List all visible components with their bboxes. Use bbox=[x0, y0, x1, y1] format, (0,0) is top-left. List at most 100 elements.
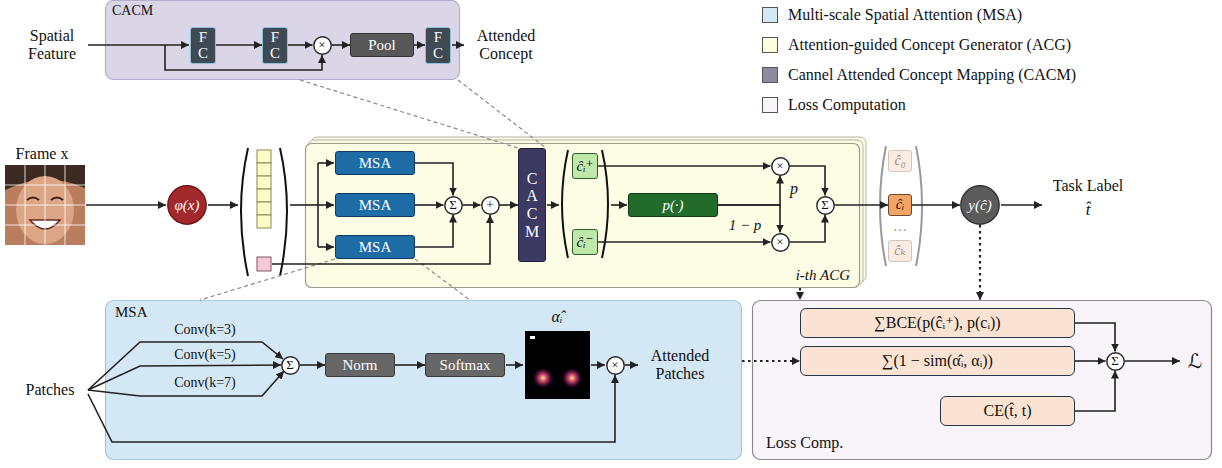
loss-term: ∑(1 − sim(α̂ᵢ, αᵢ)) bbox=[800, 346, 1075, 376]
node-label: F C bbox=[268, 29, 283, 62]
multiply-op: × bbox=[606, 356, 625, 375]
arrow-connector bbox=[835, 204, 889, 206]
edge-label: 1 − p bbox=[729, 217, 762, 234]
circle-outline bbox=[771, 157, 788, 174]
predictor-circle: y(ĉ) bbox=[960, 185, 1000, 225]
output-label: Attended Concept bbox=[465, 27, 547, 62]
cacm-block: C A C M bbox=[518, 148, 546, 262]
node-label: ĉₖ bbox=[894, 243, 905, 258]
dotted-connector bbox=[799, 288, 801, 300]
patch-tokens bbox=[257, 257, 271, 271]
multiply-op: × bbox=[771, 233, 790, 252]
arrow-connector bbox=[415, 163, 453, 196]
concept-box: ĉᵢ⁻ bbox=[572, 229, 598, 255]
legend-text: Multi-scale Spatial Attention (MSA) bbox=[788, 6, 1022, 24]
circle-outline bbox=[606, 356, 623, 373]
signal-arrow bbox=[208, 204, 238, 206]
node-label: × bbox=[611, 358, 618, 372]
arrow-connector bbox=[912, 204, 960, 206]
loss-term: ∑BCE(p(ĉᵢ⁺), p(cᵢ)) bbox=[800, 308, 1075, 338]
legend-swatch bbox=[762, 67, 778, 83]
face-photo bbox=[5, 165, 85, 245]
concept-slot: ĉₖ bbox=[888, 240, 912, 262]
arrow-connector bbox=[414, 44, 425, 46]
circle-outline bbox=[771, 233, 788, 250]
zoom-guide bbox=[415, 259, 470, 300]
arrow-connector bbox=[1075, 323, 1115, 352]
node-label: Σ bbox=[1111, 354, 1119, 368]
cacm-panel: CACMF CF C×PoolF C bbox=[105, 0, 460, 80]
node-label: C A C M bbox=[524, 170, 540, 240]
node-label: Softmax bbox=[440, 357, 491, 374]
dotted-connector bbox=[742, 360, 800, 362]
node-label: ∑BCE(p(ĉᵢ⁺), p(cᵢ)) bbox=[874, 314, 1000, 332]
legend-row: Attention-guided Concept Generator (ACG) bbox=[762, 34, 1071, 56]
panel-background bbox=[106, 301, 742, 460]
signal-arrow bbox=[86, 204, 166, 206]
arrow-connector bbox=[718, 205, 780, 233]
input-label: Patches bbox=[26, 381, 75, 399]
signal-arrow bbox=[506, 364, 523, 366]
pool-layer: Pool bbox=[350, 33, 414, 57]
signal-arrow bbox=[1125, 360, 1180, 362]
arrow-connector bbox=[300, 364, 326, 366]
legend-swatch bbox=[762, 7, 778, 23]
arrow-connector bbox=[598, 165, 771, 167]
zoom-guide bbox=[200, 259, 335, 300]
arrow-connector bbox=[1075, 360, 1106, 362]
node-label: Norm bbox=[343, 357, 378, 374]
dotted-connector bbox=[979, 225, 981, 300]
legend-row: Multi-scale Spatial Attention (MSA) bbox=[762, 4, 1022, 26]
circle-outline bbox=[313, 36, 330, 53]
attention-map bbox=[525, 331, 590, 399]
patch-tokens bbox=[257, 150, 271, 163]
circle-outline bbox=[481, 196, 498, 213]
node-label: ĉ₀ bbox=[894, 153, 905, 168]
signal-arrow bbox=[591, 364, 605, 366]
msa-block: MSA bbox=[335, 193, 415, 217]
arrow-connector bbox=[415, 215, 453, 248]
concept-slot: ĉᵢ bbox=[888, 194, 912, 216]
panel-background bbox=[106, 1, 460, 80]
fc-layer: F C bbox=[425, 27, 451, 64]
panel-background bbox=[753, 301, 1212, 460]
conv-label: Conv(k=3) bbox=[174, 322, 236, 337]
output-label: Attended Patches bbox=[642, 347, 718, 382]
circle-outline bbox=[444, 196, 461, 213]
conv-label: Conv(k=7) bbox=[174, 375, 236, 390]
face-photo bbox=[5, 165, 85, 245]
face-photo bbox=[5, 185, 85, 186]
fc-layer: F C bbox=[190, 27, 216, 64]
panel-heading: MSA bbox=[115, 304, 148, 321]
signal-arrow bbox=[165, 45, 322, 70]
signal-arrow bbox=[611, 204, 627, 206]
face-photo bbox=[5, 225, 85, 226]
patch-tokens bbox=[257, 163, 271, 176]
msa-block: MSA bbox=[335, 151, 415, 175]
patch-tokens bbox=[257, 176, 271, 189]
signal-wire bbox=[290, 204, 318, 206]
encoder-circle: φ(x) bbox=[167, 185, 207, 225]
zoom-guide bbox=[458, 80, 546, 148]
loss-panel: Loss Comp.∑BCE(p(ĉᵢ⁺), p(cᵢ))∑(1 − sim(α… bbox=[752, 300, 1212, 460]
loss-term: CE(t̂, t) bbox=[940, 396, 1075, 426]
msa-block: MSA bbox=[335, 235, 415, 259]
concept-bracket bbox=[880, 146, 886, 266]
patch-tokens bbox=[257, 189, 271, 202]
signal-arrow bbox=[88, 342, 283, 390]
arrow-connector bbox=[415, 204, 444, 206]
circle-outline bbox=[816, 196, 833, 213]
node-label: + bbox=[486, 198, 493, 212]
node-label: MSA bbox=[359, 155, 392, 172]
circle-outline bbox=[168, 186, 206, 224]
add-op: + bbox=[481, 196, 500, 215]
node-label: × bbox=[776, 235, 783, 249]
face-photo bbox=[5, 165, 85, 245]
face-photo bbox=[51, 198, 63, 201]
attention-map bbox=[562, 368, 582, 388]
legend-text: Attention-guided Concept Generator (ACG) bbox=[788, 36, 1071, 54]
sum-op: Σ bbox=[816, 196, 835, 215]
circle-outline bbox=[961, 186, 999, 224]
signal-arrow bbox=[1001, 204, 1042, 206]
